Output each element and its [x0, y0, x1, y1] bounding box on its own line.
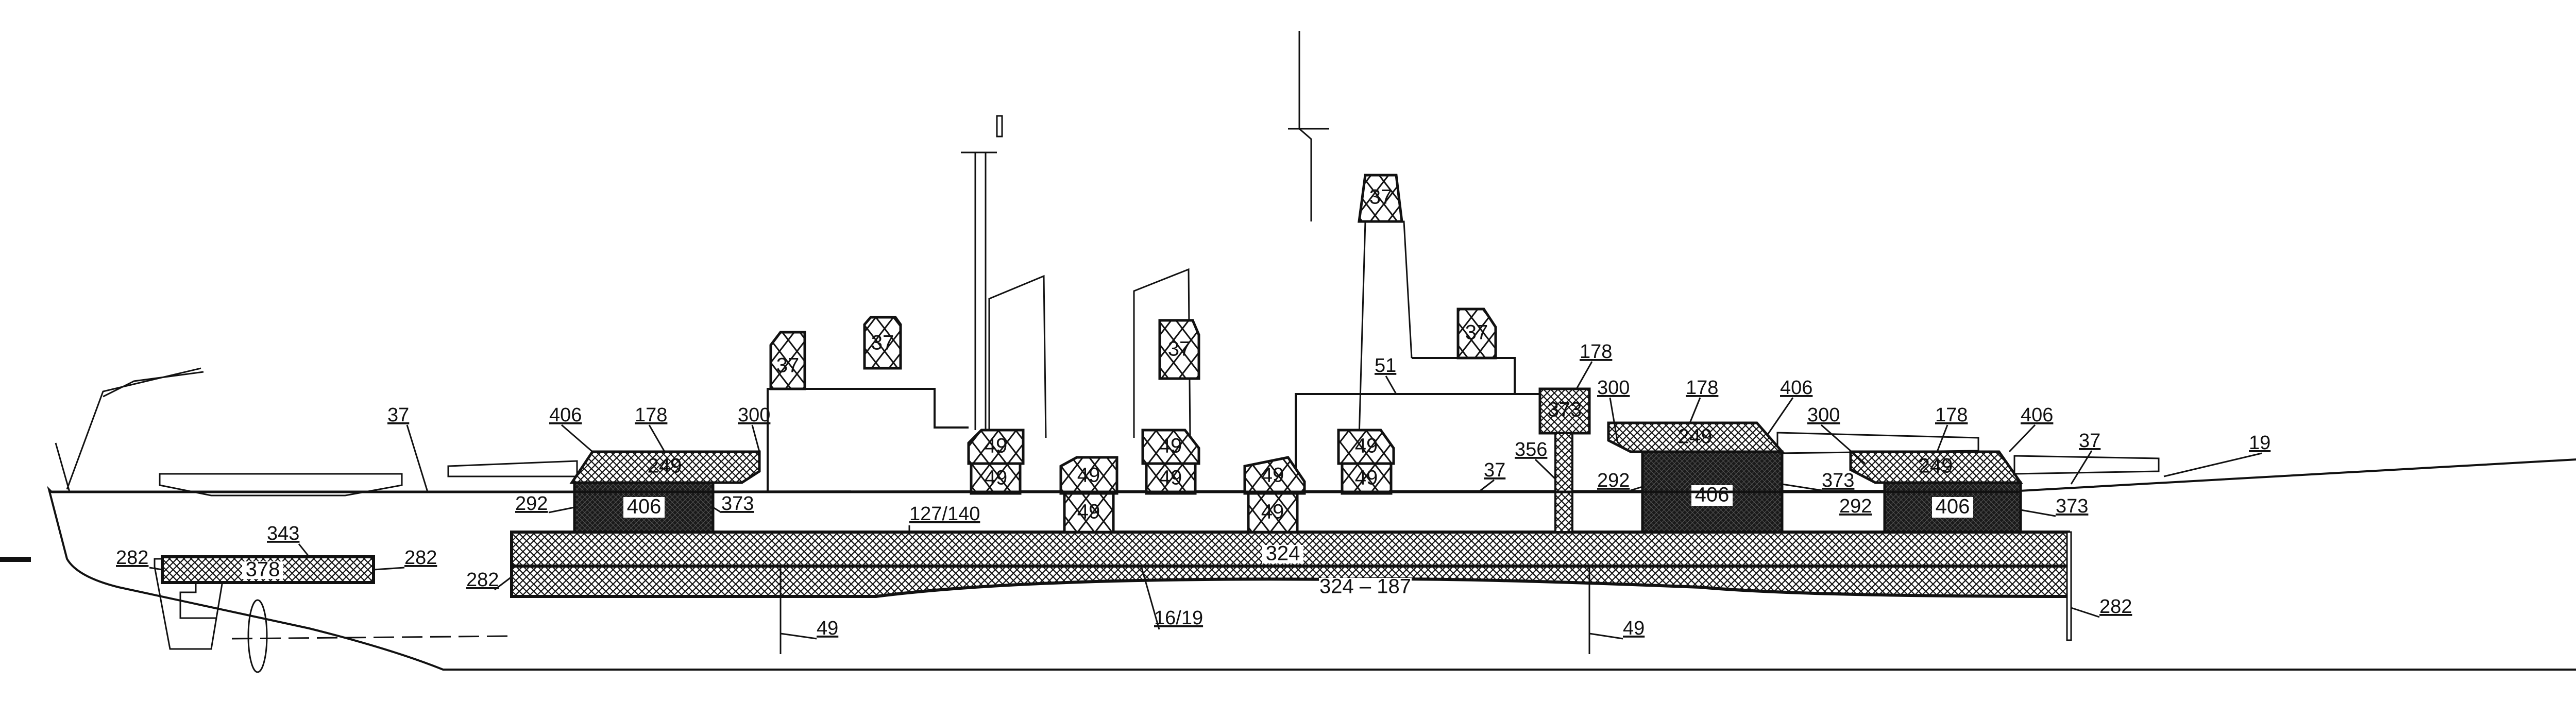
belt-end-plate [2066, 531, 2072, 641]
callout-label: 16/19 [1154, 607, 1203, 629]
director-label: 37 [1465, 321, 1488, 344]
callout-label: 178 [1686, 377, 1718, 399]
director-group [769, 174, 1497, 390]
secondary-label: 49 [985, 435, 1008, 457]
stern-flagstaff [55, 442, 71, 492]
secondary-label: 49 [1159, 435, 1182, 457]
barbette-label: 406 [1695, 484, 1730, 506]
director-label: 37 [1369, 186, 1393, 209]
callout-label: 373 [2056, 495, 2088, 517]
turret-face-label: 249 [648, 455, 682, 477]
callout-label: 37 [387, 404, 409, 426]
callout-label: 51 [1375, 355, 1396, 377]
aft-funnel [988, 275, 1047, 438]
callout-label: 37 [2079, 430, 2100, 452]
secondary-label: 49 [1077, 501, 1100, 523]
callout-label: 356 [1515, 439, 1547, 460]
stern-crane [66, 367, 204, 490]
callout-label: 282 [404, 547, 437, 569]
director-label: 37 [776, 354, 800, 377]
callout-label: 292 [1597, 470, 1630, 491]
turret-face-label: 249 [1919, 455, 1953, 477]
shaft-line [231, 635, 511, 640]
mast-light [996, 115, 1003, 138]
belt-upper-label: 324 [1266, 542, 1300, 565]
callout-label: 406 [1780, 377, 1812, 399]
callout-label: 373 [1822, 470, 1854, 491]
callout-label: 282 [2099, 596, 2132, 618]
callout-label: 406 [2021, 404, 2053, 426]
main-mast [961, 151, 997, 430]
communication-tube [1554, 432, 1573, 533]
callout-label: 292 [515, 493, 548, 515]
conning-tower-label: 373 [1548, 399, 1582, 421]
stern-box-label: 378 [246, 558, 280, 581]
callout-label: 178 [1935, 404, 1968, 426]
director-label: 37 [871, 332, 894, 354]
callout-label: 127/140 [909, 503, 980, 525]
callout-label: 282 [116, 547, 148, 569]
secondary-label: 49 [1077, 464, 1100, 487]
callouts: 37 406 178 300 292 373 127/140 49 16/19 … [116, 341, 2270, 639]
aft-superstructure [767, 388, 969, 492]
secondary-label: 49 [1261, 464, 1284, 487]
callout-label: 406 [549, 404, 582, 426]
secondary-turrets [967, 429, 1395, 534]
callout-label: 373 [721, 493, 754, 515]
fore-mast [1288, 31, 1329, 221]
callout-label: 49 [1623, 618, 1645, 639]
propeller-icon [247, 599, 268, 673]
turret-face-label: 249 [1678, 425, 1713, 448]
secondary-label: 49 [1261, 501, 1284, 523]
callout-label: 178 [635, 404, 667, 426]
director-label: 37 [1168, 338, 1191, 361]
callout-label: 300 [1597, 377, 1630, 399]
callout-label: 178 [1580, 341, 1612, 363]
main-belt-lower [510, 565, 2070, 599]
belt-lower-label: 324 – 187 [1319, 575, 1411, 598]
secondary-label: 49 [1159, 467, 1182, 489]
barbette-label: 406 [1936, 495, 1970, 518]
callout-label: 19 [2249, 432, 2270, 454]
callout-label: 37 [1484, 459, 1505, 481]
fwd-superstructure [1295, 357, 1546, 492]
secondary-label: 49 [1355, 467, 1378, 489]
leader-lines [149, 361, 2262, 640]
barbette-label: 406 [627, 495, 662, 518]
callout-label: 49 [817, 618, 838, 639]
callout-label: 343 [267, 523, 299, 544]
secondary-label: 49 [985, 467, 1008, 489]
hull-outline [47, 458, 2576, 671]
aft-deck-platform [159, 473, 403, 497]
callout-label: 300 [738, 404, 770, 426]
secondary-label: 49 [1355, 435, 1378, 457]
callout-label: 282 [466, 569, 499, 591]
callout-label: 292 [1839, 495, 1872, 517]
callout-label: 300 [1807, 404, 1840, 426]
